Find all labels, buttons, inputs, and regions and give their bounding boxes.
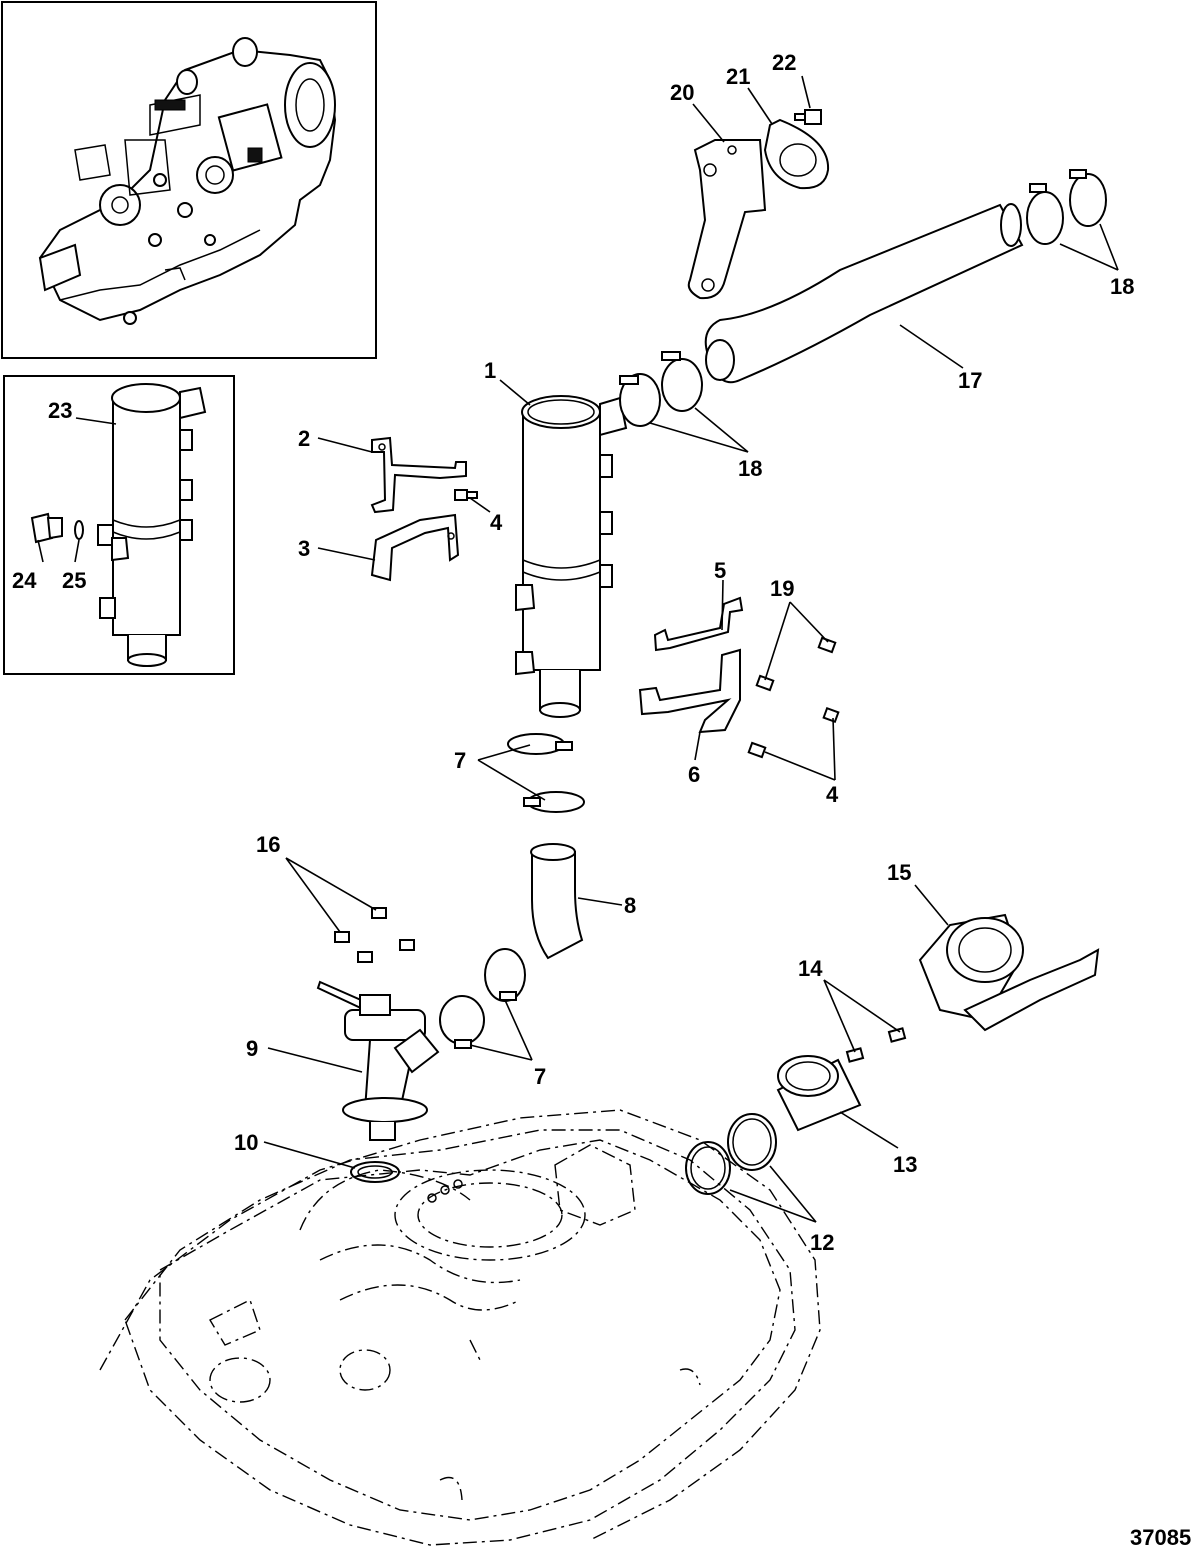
elbow-hose-part-8 [530, 843, 584, 960]
callout-17: 17 [958, 368, 982, 393]
callout-23: 23 [48, 398, 72, 423]
screw-part-14 [845, 1027, 907, 1063]
callout-18-lower: 18 [738, 456, 762, 481]
callout-22: 22 [772, 50, 796, 75]
clamp-part-18-upper [1026, 169, 1107, 245]
callout-6: 6 [688, 762, 700, 787]
clamp-part-18-lower [619, 351, 703, 427]
screw-part-22 [794, 109, 822, 125]
callout-16: 16 [256, 832, 280, 857]
bracket-part-3 [370, 513, 460, 582]
callout-13: 13 [893, 1152, 917, 1177]
callout-1: 1 [484, 358, 496, 383]
screw-part-4-lower [747, 706, 840, 759]
callout-20: 20 [670, 80, 694, 105]
callout-24: 24 [12, 568, 37, 593]
bracket-part-2 [370, 436, 467, 514]
callout-19: 19 [770, 576, 794, 601]
transmission-housing-phantom [99, 1109, 821, 1546]
callout-3: 3 [298, 536, 310, 561]
callout-2: 2 [298, 426, 310, 451]
callout-15: 15 [887, 860, 911, 885]
screw-part-16 [334, 907, 415, 963]
callout-9: 9 [246, 1036, 258, 1061]
bracket-part-5 [653, 596, 744, 652]
callout-8: 8 [624, 893, 636, 918]
callout-10: 10 [234, 1130, 258, 1155]
screw-part-4-upper [454, 489, 478, 501]
leader-lines [37, 75, 1119, 1223]
bracket-part-6 [638, 648, 741, 734]
valve-part-9 [316, 980, 440, 1141]
callout-labels: 1 2 3 4 5 6 7 7 8 9 10 12 13 14 15 16 17… [12, 50, 1191, 1550]
callout-4-lower: 4 [826, 782, 839, 807]
muffler-part-1 [515, 395, 628, 718]
clamp-part-7-lower [439, 948, 526, 1049]
muffler-part-23 [97, 383, 207, 667]
engine-overview-inset [1, 1, 377, 359]
engine-illustration [38, 37, 337, 325]
exhaust-hose-part-17 [704, 203, 1024, 384]
callout-4-upper: 4 [490, 510, 503, 535]
callout-25: 25 [62, 568, 86, 593]
callout-12: 12 [810, 1230, 834, 1255]
callout-5: 5 [714, 558, 726, 583]
alternate-muffler-inset [3, 375, 235, 675]
callout-18-upper: 18 [1110, 274, 1134, 299]
callout-21: 21 [726, 64, 750, 89]
bracket-part-20 [687, 139, 767, 300]
callout-7-upper: 7 [454, 748, 466, 773]
clamp-part-7-upper [507, 733, 585, 813]
valve-part-15 [918, 913, 1100, 1032]
callout-14: 14 [798, 956, 823, 981]
fitting-part-13 [776, 1055, 862, 1132]
seal-part-10 [350, 1161, 400, 1183]
strap-part-21 [763, 118, 830, 190]
plug-part-24 [30, 512, 63, 544]
figure-number: 37085 [1130, 1525, 1191, 1550]
screw-part-19 [755, 636, 837, 692]
callout-7-lower: 7 [534, 1064, 546, 1089]
seal-part-25 [74, 520, 84, 540]
seal-part-12 [685, 1113, 777, 1195]
